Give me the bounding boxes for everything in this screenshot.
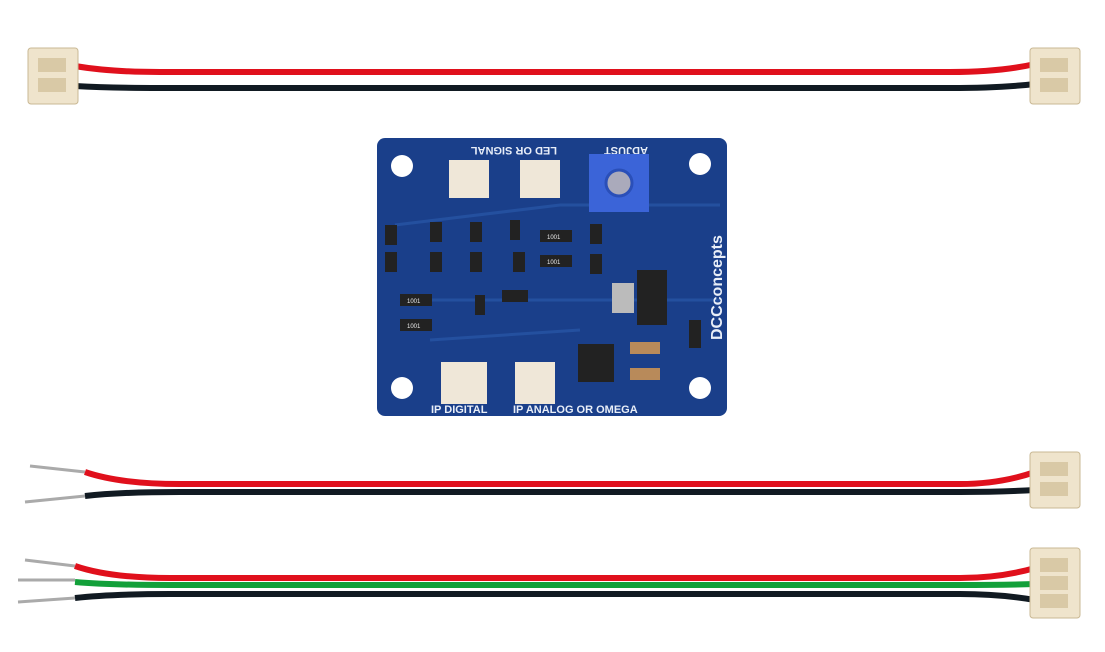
label-ip-digital: IP DIGITAL — [431, 404, 488, 416]
mounting-hole — [391, 155, 413, 177]
cable-two-wire-both-connectors — [27, 47, 1081, 105]
capacitor — [630, 342, 660, 354]
mounting-hole — [689, 377, 711, 399]
brand-label: DCCconcepts — [709, 235, 726, 340]
svg-text:1001: 1001 — [407, 299, 421, 305]
label-adjust: ADJUST — [604, 144, 648, 156]
connector-led-1 — [449, 160, 489, 198]
label-led-or-signal: LED OR SIGNAL — [471, 144, 557, 156]
mounting-hole — [689, 153, 711, 175]
connector-ip-digital — [441, 362, 487, 404]
cable-two-wire-bare-ends — [24, 451, 1081, 509]
capacitor — [630, 368, 660, 380]
svg-text:1001: 1001 — [547, 235, 561, 241]
svg-text:1001: 1001 — [407, 324, 421, 330]
bridge-rectifier — [578, 344, 614, 382]
connector-right — [1029, 47, 1081, 105]
svg-text:1001: 1001 — [547, 260, 561, 266]
mounting-hole — [391, 377, 413, 399]
pcb-board: LED OR SIGNAL ADJUST DCCconcepts IP DIGI… — [377, 138, 727, 416]
connector-ip-analog — [515, 362, 555, 404]
cable-three-wire-bare-ends — [17, 547, 1081, 619]
label-ip-analog: IP ANALOG OR OMEGA — [513, 404, 638, 416]
connector-led-2 — [520, 160, 560, 198]
voltage-regulator — [637, 270, 667, 325]
connector-left — [27, 47, 79, 105]
